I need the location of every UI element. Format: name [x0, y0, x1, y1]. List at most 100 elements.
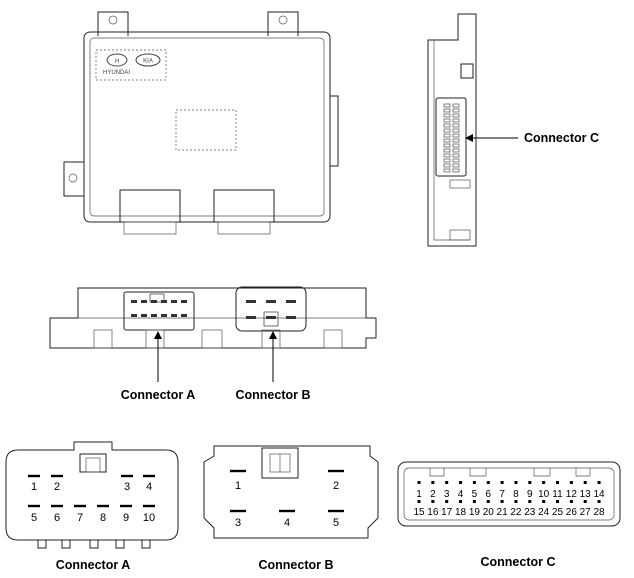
pin-marker [472, 481, 476, 484]
pin-number: 19 [469, 507, 481, 518]
pin-number: 28 [593, 507, 605, 518]
connector-c-callout: Connector C [524, 131, 599, 145]
pin-marker [500, 500, 504, 503]
pin-cavity [181, 314, 187, 317]
pin-number: 1 [31, 481, 37, 493]
pin-marker [472, 500, 476, 503]
pin-marker [514, 481, 518, 484]
pin-number: 2 [54, 481, 60, 493]
pin-number: 26 [566, 507, 578, 518]
module-front-view: H KIA HYUNDAI [63, 11, 339, 235]
pin-number: 8 [100, 512, 106, 524]
connector-c-face: 1152163174185196207218229231024112512261… [397, 461, 621, 527]
pin-cavity [452, 133, 460, 138]
pin-cavity [443, 153, 451, 158]
pin-cavity [452, 148, 460, 153]
pin-marker [486, 500, 490, 503]
svg-text:KIA: KIA [143, 59, 153, 65]
pin-number: 8 [513, 489, 519, 500]
pin-cavity [141, 314, 147, 317]
pin-cavity [452, 128, 460, 133]
pin-number: 24 [538, 507, 550, 518]
pin-cavity [131, 314, 137, 317]
pin-marker [459, 481, 463, 484]
pin-cavity [151, 314, 157, 317]
pin-number: 4 [458, 489, 464, 500]
pin-marker [556, 500, 559, 503]
svg-text:H: H [115, 59, 120, 65]
pin-number: 5 [333, 517, 339, 529]
connector-c-caption: Connector C [481, 555, 556, 569]
pin-number: 23 [524, 507, 536, 518]
pin-number: 2 [430, 489, 436, 500]
pin-cavity [141, 300, 147, 303]
pin-marker [542, 481, 546, 484]
pin-marker [486, 481, 490, 484]
pin-cavity [443, 158, 451, 163]
pin-marker [528, 481, 532, 484]
pin-number: 4 [146, 481, 152, 493]
pin-cavity [286, 316, 296, 319]
module-side-view [427, 13, 477, 247]
pin-cavity [452, 113, 460, 118]
latch [263, 311, 279, 327]
pin-cavity [443, 133, 451, 138]
pin-cavity [246, 300, 256, 303]
pin-marker [583, 500, 587, 503]
pin-number: 18 [455, 507, 467, 518]
pin-number: 27 [580, 507, 592, 518]
pin-cavity [161, 314, 167, 317]
pin-number: 5 [472, 489, 478, 500]
pin-cavity [131, 300, 137, 303]
pin-cavity [443, 123, 451, 128]
pin-marker [459, 500, 463, 503]
pin-cavity [452, 123, 460, 128]
pin-marker [445, 481, 449, 484]
hyundai-logo-icon: H [106, 53, 128, 67]
pin-number: 6 [54, 512, 60, 524]
pin-number: 17 [441, 507, 453, 518]
kia-logo-icon: KIA [135, 53, 161, 67]
pin-marker [556, 481, 559, 484]
pin-marker [528, 500, 532, 503]
module-bottom-view [49, 286, 377, 349]
pin-number: 25 [552, 507, 564, 518]
pin-cavity [266, 300, 276, 303]
pin-marker [431, 481, 435, 484]
connector-a-callout: Connector A [121, 388, 196, 402]
pin-number: 2 [333, 480, 339, 492]
pin-marker [514, 500, 518, 503]
pin-number: 1 [416, 489, 422, 500]
pin-marker [445, 500, 449, 503]
pin-cavity [443, 103, 451, 108]
pin-cavity [452, 143, 460, 148]
pin-cavity [266, 316, 276, 319]
pin-number: 6 [485, 489, 491, 500]
pin-cavity [443, 163, 451, 168]
pin-number: 14 [593, 489, 605, 500]
pin-marker [569, 481, 573, 484]
pin-cavity [443, 108, 451, 113]
pin-cavity [452, 168, 460, 173]
pin-number: 10 [538, 489, 550, 500]
pin-cavity [443, 118, 451, 123]
pin-cavity [181, 300, 187, 303]
pin-cavity [443, 143, 451, 148]
pin-marker [417, 481, 421, 484]
pin-number: 3 [444, 489, 450, 500]
pin-cavity [151, 300, 157, 303]
pin-number: 11 [552, 489, 563, 500]
pin-cavity [443, 168, 451, 173]
pin-marker [569, 500, 573, 503]
pin-cavity [452, 118, 460, 123]
pin-marker [500, 481, 504, 484]
pin-number: 9 [123, 512, 129, 524]
pin-marker [542, 500, 546, 503]
pin-number: 10 [143, 512, 155, 524]
pin-cavity [171, 300, 177, 303]
pin-marker [597, 500, 601, 503]
pin-cavity [286, 300, 296, 303]
pin-cavity [443, 128, 451, 133]
